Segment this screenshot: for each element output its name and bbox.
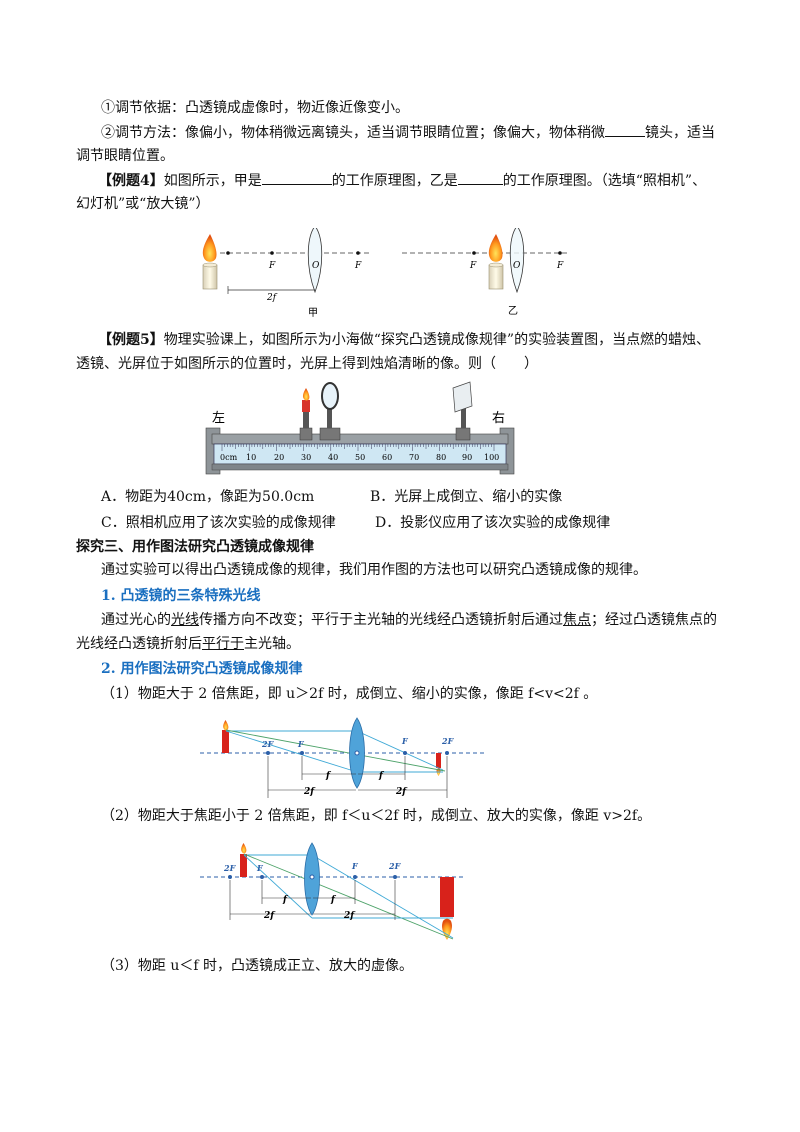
label-2F: 2F [388,861,402,871]
ruler-ticks [221,444,495,451]
fig-label-O: O [513,261,521,271]
candle-icon [488,234,504,290]
rays-u1: 光线 [171,612,199,628]
ex5-question: 【例题5】物理实验课上，如图所示为小海做“探究凸透镜成像规律”的实验装置图，当点… [98,330,710,351]
rays-b2: 主光轴。 [244,636,300,652]
answer-blank[interactable] [605,122,645,137]
bench-right-label: 右 [492,411,505,426]
label-2F: 2F [223,863,237,873]
adjust-basis: ①调节依据：凸透镜成虚像时，物近像近像变小。 [101,100,409,116]
ex4-blank-a[interactable] [261,170,332,185]
bench-left-label: 左 [212,411,225,426]
ex5-t1: 物理实验课上，如图所示为小海做“探究凸透镜成像规律”的实验装置图，当点燃的蜡烛、 [163,332,711,348]
adjust-method-b: 镜头，适当 [645,125,715,141]
ex4-figure: F O F 2f 甲 F O F 乙 [202,228,570,319]
adjust-method-a: ②调节方法：像偏小，物体稍微远离镜头，适当调节眼睛位置；像偏大，物体稍微 [101,125,605,141]
case-1-text: （1）物距大于 2 倍焦距，即 u＞2f 时，成倒立、缩小的实像，像距 f<v<… [101,686,598,702]
tick-label: 50 [355,453,365,462]
ex4-blank-b[interactable] [457,170,503,185]
label-2F: 2F [441,736,455,746]
fig-label-F: F [354,261,362,271]
rays-a3: ；经过凸透镜焦点的 [591,612,717,628]
rays-a1: 通过光心的 [101,612,171,628]
label-2f: 2f [263,911,276,921]
rays-text-2: 光线经凸透镜折射后平行于主光轴。 [76,634,300,655]
ruler-labels: 0cm 10 20 30 40 50 60 70 80 90 100 [220,453,499,462]
candle-icon [299,388,313,441]
adjust-method: ②调节方法：像偏小，物体稍微远离镜头，适当调节眼睛位置；像偏大，物体稍微 镜头，适… [101,122,715,144]
rays-b1: 光线经凸透镜折射后 [76,636,202,652]
option-d[interactable]: D．投影仪应用了该次实验的成像规律 [375,515,611,531]
ex4-t3: 的工作原理图。（选填“照相机”、 [502,173,707,189]
subheading-rays: 1. 凸透镜的三条特殊光线 [101,588,261,604]
ex4-t4: 幻灯机”或“放大镜”） [76,196,210,212]
label-2f: 2f [343,911,356,921]
tick-label: 90 [462,453,472,462]
option-a[interactable]: A．物距为40cm，像距为50.0cm [101,489,315,505]
label-f: f [282,895,289,905]
tick-label: 10 [246,453,256,462]
tick-label: 80 [436,453,446,462]
label-f: f [378,771,385,781]
fig-label-2f: 2f [266,293,278,303]
fig-label-F: F [268,261,276,271]
ray-diagram-2: 2F F F 2F f f 2f 2f [200,842,465,940]
tick-label: 40 [328,453,338,462]
fig-label-O: O [312,261,320,271]
ex4-tag: 【例题4】 [98,173,164,189]
ex4-t2: 的工作原理图，乙是 [331,173,458,189]
rays-a2: 传播方向不改变；平行于主光轴的光线经凸透镜折射后通过 [199,612,563,628]
ex4-t1: 如图所示，甲是 [163,173,262,189]
case-2-text: （2）物距大于焦距小于 2 倍焦距，即 f＜u＜2f 时，成倒立、放大的实像，像… [101,808,652,824]
option-c[interactable]: C．照相机应用了该次实验的成像规律 [101,515,336,531]
label-f: f [330,895,337,905]
rays-u3: 平行于 [202,636,244,652]
label-F: F [401,736,409,746]
tick-label: 60 [382,453,392,462]
tick-label: 100 [484,453,499,462]
label-F: F [351,861,359,871]
fig-label-F: F [556,261,564,271]
tick-label: 30 [301,453,311,462]
label-F: F [297,739,305,749]
label-f: f [325,771,332,781]
screen-icon [452,381,473,441]
rays-text-1: 通过光心的光线传播方向不改变；平行于主光轴的光线经凸透镜折射后通过焦点；经过凸透… [101,610,717,631]
ex5-tag: 【例题5】 [98,332,164,348]
ex4-question: 【例题4】如图所示，甲是 的工作原理图，乙是 的工作原理图。（选填“照相机”、 [98,170,706,192]
optical-bench-figure: 左 右 0cm 10 20 30 40 50 60 70 80 90 100 [205,381,515,475]
label-2f: 2f [303,787,316,797]
label-F: F [256,863,264,873]
option-b[interactable]: B．光屏上成倒立、缩小的实像 [370,489,563,505]
tick-label: 70 [409,453,419,462]
fig-label-jia: 甲 [308,308,318,319]
subheading-drawing: 2. 用作图法研究凸透镜成像规律 [101,661,303,677]
rays-u2: 焦点 [563,612,591,628]
section-intro: 通过实验可以得出凸透镜成像的规律，我们用作图的方法也可以研究凸透镜成像的规律。 [101,562,647,578]
candle-icon [202,234,218,290]
fig-label-yi: 乙 [508,305,518,317]
section-title: 探究三、用作图法研究凸透镜成像规律 [76,539,314,555]
adjust-method-c: 调节眼睛位置。 [76,148,174,164]
tick-label: 20 [274,453,284,462]
tick-label: 0cm [220,453,238,462]
case-3-text: （3）物距 u＜f 时，凸透镜成正立、放大的虚像。 [101,958,414,974]
ex5-t2: 透镜、光屏位于如图所示的位置时，光屏上得到烛焰清晰的像。则（ ） [76,356,538,372]
lens-icon [319,382,341,441]
fig-label-F: F [469,261,477,271]
label-2f: 2f [395,787,408,797]
ray-diagram-1: 2F F F 2F f f 2f 2f [200,717,485,798]
label-2F: 2F [261,739,275,749]
